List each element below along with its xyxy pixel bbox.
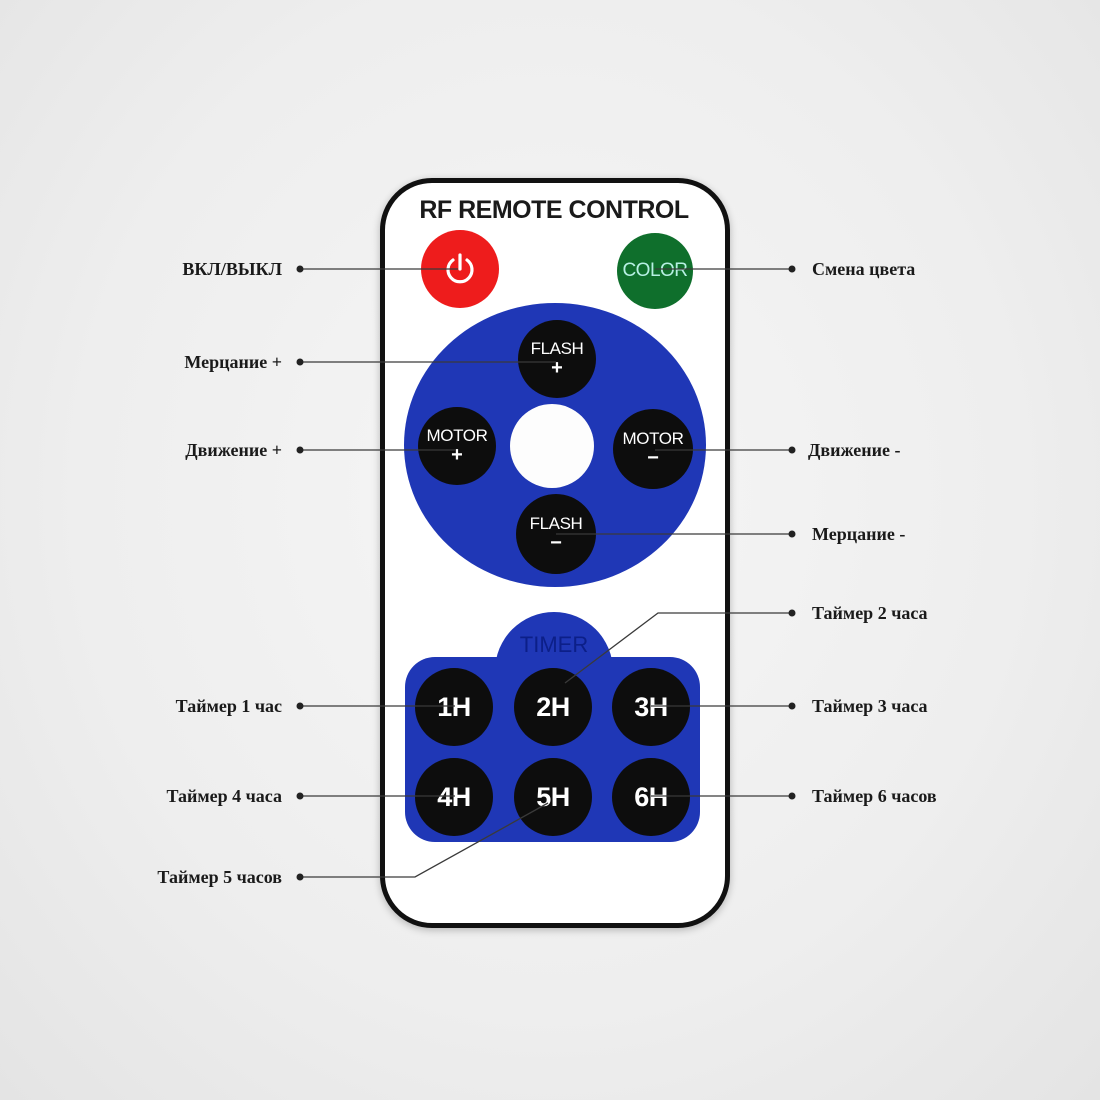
callout-power: ВКЛ/ВЫКЛ <box>182 259 282 279</box>
callout-flash-minus: Мерцание - <box>812 524 906 544</box>
callout-flash-plus: Мерцание + <box>184 352 282 372</box>
color-button-label: COLOR <box>622 260 688 281</box>
callout-timer-1: Таймер 1 час <box>175 696 282 716</box>
timer-4h-button[interactable]: 4H <box>415 758 493 836</box>
callout-color: Смена цвета <box>812 259 916 279</box>
callout-dot-motor-minus <box>788 446 796 454</box>
motor-minus-button[interactable]: MOTOR − <box>613 409 693 489</box>
motor-minus-sign: − <box>647 447 659 469</box>
callout-dot-timer-5 <box>296 873 304 881</box>
callout-motor-minus: Движение - <box>808 440 901 460</box>
flash-minus-label: FLASH <box>529 514 583 533</box>
flash-minus-button[interactable]: FLASH − <box>516 494 596 574</box>
callout-dot-color <box>788 265 796 273</box>
callout-timer-2: Таймер 2 часа <box>812 603 928 623</box>
callout-dot-timer-4 <box>296 792 304 800</box>
center-light <box>510 404 594 488</box>
callout-dot-motor-plus <box>296 446 304 454</box>
color-button[interactable]: COLOR <box>617 233 693 309</box>
callout-dot-timer-6 <box>788 792 796 800</box>
timer-1h-button[interactable]: 1H <box>415 668 493 746</box>
motor-plus-sign: + <box>451 444 463 466</box>
motor-plus-button[interactable]: MOTOR + <box>418 407 496 485</box>
motor-plus-label: MOTOR <box>426 426 488 445</box>
callout-timer-5: Таймер 5 часов <box>157 867 282 887</box>
timer-2h-button[interactable]: 2H <box>514 668 592 746</box>
timer-3h-button[interactable]: 3H <box>612 668 690 746</box>
motor-minus-label: MOTOR <box>622 429 684 448</box>
timer-title: TIMER <box>519 632 589 657</box>
callout-timer-3: Таймер 3 часа <box>812 696 928 716</box>
callout-dot-flash-minus <box>788 530 796 538</box>
flash-minus-sign: − <box>550 532 562 554</box>
flash-plus-label: FLASH <box>530 339 584 358</box>
callout-dot-timer-3 <box>788 702 796 710</box>
timer-6h-button[interactable]: 6H <box>612 758 690 836</box>
flash-plus-button[interactable]: FLASH + <box>518 320 596 398</box>
remote-title: RF REMOTE CONTROL <box>419 196 689 224</box>
power-icon <box>446 253 474 284</box>
callout-timer-4: Таймер 4 часа <box>166 786 282 806</box>
callout-timer-6: Таймер 6 часов <box>812 786 937 806</box>
callout-motor-plus: Движение + <box>185 440 282 460</box>
callout-dot-flash-plus <box>296 358 304 366</box>
callout-dot-timer-1 <box>296 702 304 710</box>
power-button[interactable] <box>421 230 499 308</box>
flash-plus-sign: + <box>551 357 563 379</box>
callout-dot-power <box>296 265 304 273</box>
timer-5h-button[interactable]: 5H <box>514 758 592 836</box>
callout-dot-timer-2 <box>788 609 796 617</box>
